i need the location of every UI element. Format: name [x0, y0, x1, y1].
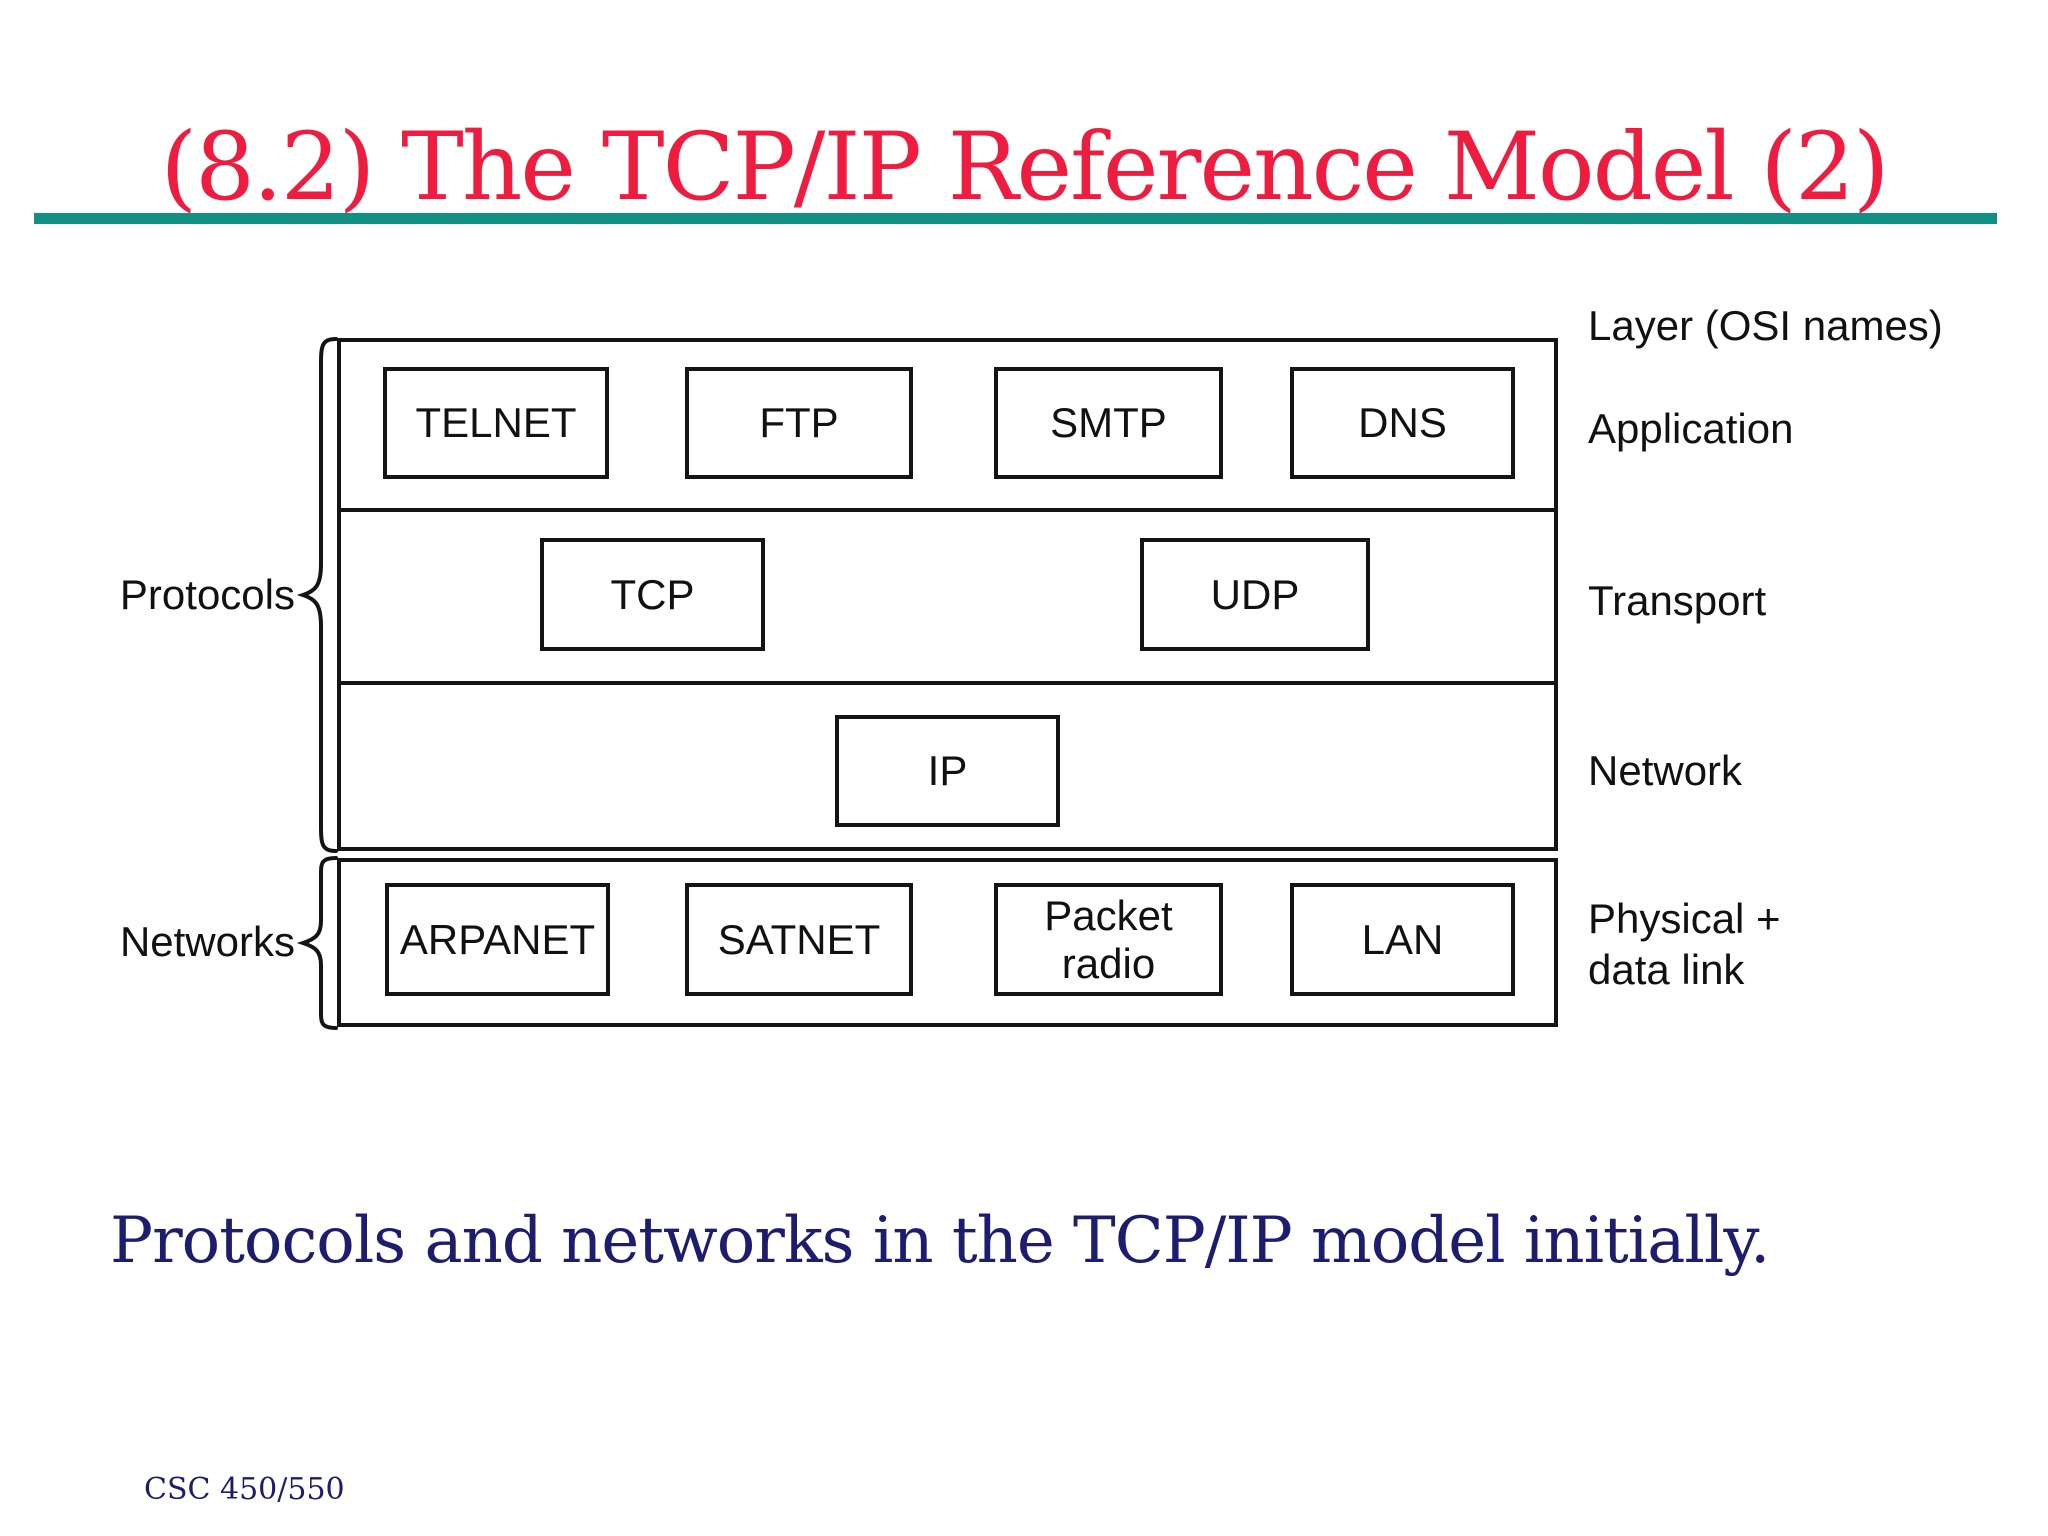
figure-caption: Protocols and networks in the TCP/IP mod… — [110, 1204, 1770, 1278]
box-dns: DNS — [1290, 367, 1515, 479]
box-ftp: FTP — [685, 367, 913, 479]
course-footer: CSC 450/550 — [144, 1472, 345, 1507]
transport-layer-label: Transport — [1588, 577, 1767, 624]
protocols-group-label: Protocols — [119, 571, 295, 618]
network-layer-label: Network — [1588, 747, 1743, 794]
networks-group-label: Networks — [119, 918, 295, 965]
box-tcp: TCP — [540, 538, 765, 651]
box-satnet: SATNET — [685, 883, 913, 996]
transport-network-divider — [337, 681, 1558, 685]
protocols-brace-icon — [296, 337, 338, 853]
layer-osi-names-label: Layer (OSI names) — [1588, 302, 1943, 349]
application-transport-divider — [337, 508, 1558, 512]
box-telnet: TELNET — [383, 367, 609, 479]
application-layer-label: Application — [1588, 405, 1794, 452]
physical-data-link-layer-label: Physical + data link — [1588, 895, 1781, 994]
box-ip: IP — [835, 715, 1060, 827]
box-lan: LAN — [1290, 883, 1515, 996]
page-title: (8.2) The TCP/IP Reference Model (2) — [160, 112, 1889, 222]
box-arpanet: ARPANET — [385, 883, 610, 996]
box-packet-radio: Packet radio — [994, 883, 1223, 996]
title-underline — [34, 213, 1997, 224]
box-udp: UDP — [1140, 538, 1370, 651]
networks-brace-icon — [296, 856, 338, 1030]
box-smtp: SMTP — [994, 367, 1223, 479]
